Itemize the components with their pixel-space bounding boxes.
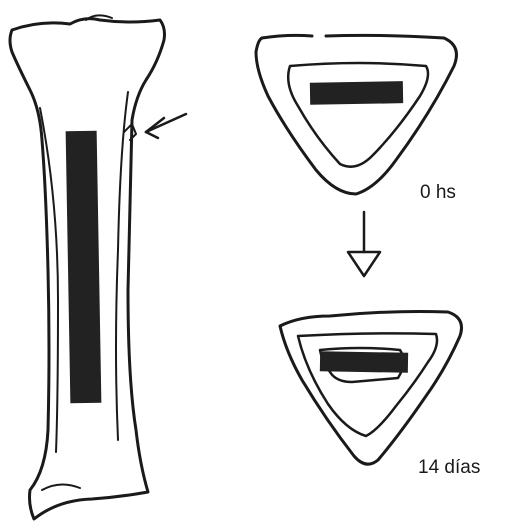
arrow-icon	[146, 114, 186, 138]
longitudinal-implant	[66, 131, 102, 403]
section-0hs-outer	[256, 35, 456, 194]
timepoint-label-0hs: 0 hs	[420, 183, 456, 202]
down-arrow-icon	[348, 212, 380, 276]
cross-section-14dias	[280, 312, 462, 465]
section-14dias-implant	[320, 351, 408, 373]
bone-bottom-scribble	[42, 484, 80, 490]
section-0hs-inner	[288, 63, 428, 167]
timepoint-label-14dias: 14 días	[418, 458, 480, 477]
bone-defect-notch	[124, 124, 136, 140]
bone-cortex-right-line	[116, 92, 128, 440]
cross-section-0hs	[256, 35, 456, 194]
section-0hs-implant	[310, 81, 403, 105]
longitudinal-bone	[10, 15, 165, 519]
